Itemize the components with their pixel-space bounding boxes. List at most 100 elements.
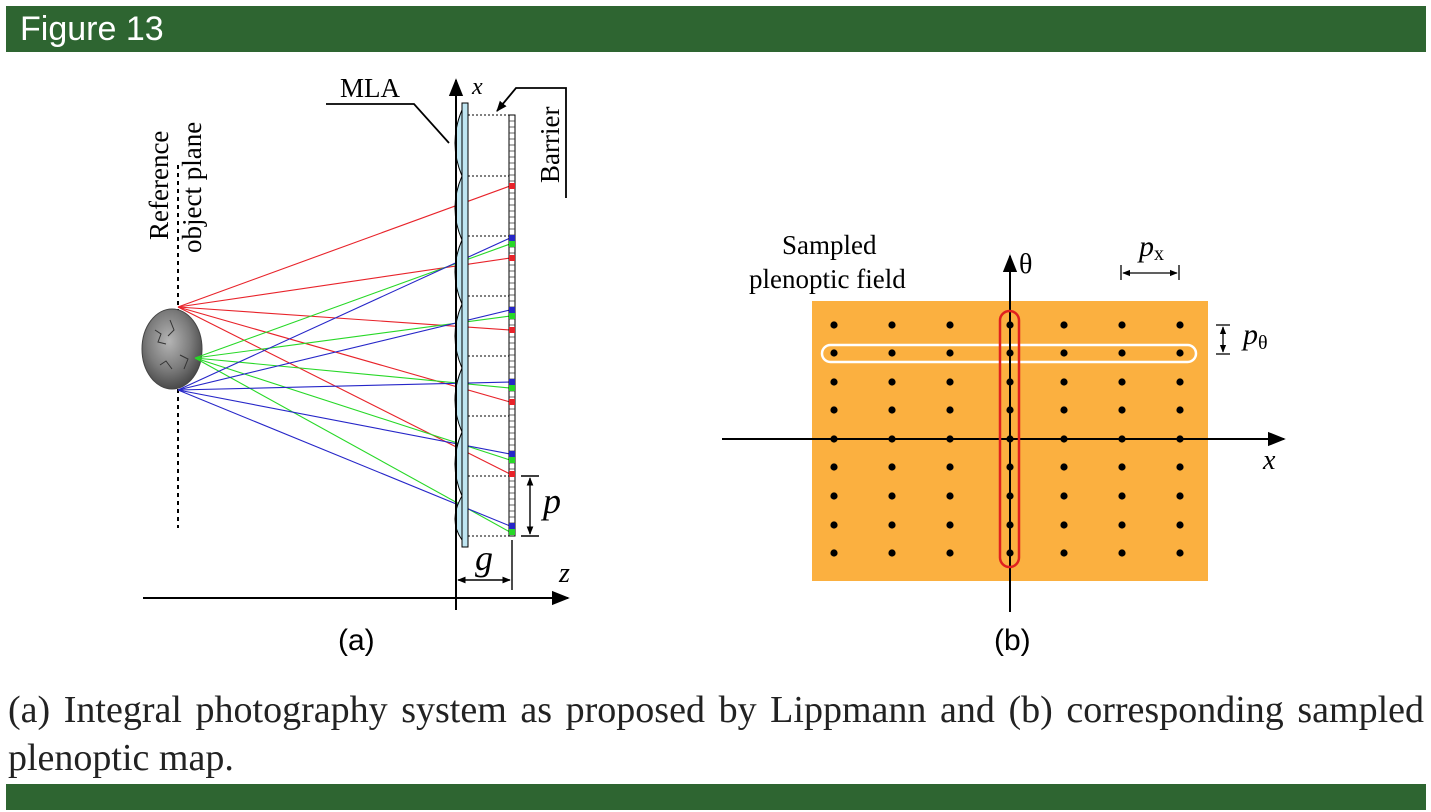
sample-dot [946,549,954,557]
panel-a-z-label: z [558,558,570,589]
sample-dot [1060,349,1068,357]
sample-dot [888,378,896,386]
panel-a-integral-photography: MLA x z p g Barrier Reference object pla… [141,73,570,657]
sample-dot [1176,463,1184,471]
ptheta-dimension [1216,324,1230,355]
sample-dot [1006,492,1014,500]
panel-b-caption-label: (b) [994,624,1031,657]
gap-label: g [475,538,493,578]
sample-dot [830,549,838,557]
lenslet-barriers [468,114,510,537]
sample-dot [1060,435,1068,443]
ptheta-label: pθ [1241,318,1268,354]
panel-a-x-label: x [471,74,483,100]
sample-dot [1176,349,1184,357]
sample-dot [946,521,954,529]
sample-dot [1118,406,1126,414]
sample-dot [888,549,896,557]
sample-dot [1118,549,1126,557]
sample-dot [1060,406,1068,414]
sample-dot [1006,435,1014,443]
ptheta-label-sub: θ [1258,332,1268,354]
sample-dot [1006,549,1014,557]
reference-label-line2: object plane [177,122,207,253]
sample-dot [1006,463,1014,471]
sample-dot [1006,521,1014,529]
sample-dot [888,321,896,329]
panel-a-caption-label: (a) [338,624,375,657]
sample-dot [1176,521,1184,529]
sample-dot [1176,406,1184,414]
reference-label-line1: Reference [144,131,174,240]
sample-dot [888,492,896,500]
sample-dot [830,321,838,329]
sampled-label-line1: Sampled [782,230,877,260]
sample-dot [946,349,954,357]
px-dimension [1120,265,1180,280]
sample-dot [1176,435,1184,443]
sample-dot [830,349,838,357]
sample-dot [1118,378,1126,386]
sample-dot [1060,521,1068,529]
sample-dot [946,321,954,329]
sample-dot [1006,349,1014,357]
sample-dot [946,406,954,414]
pitch-label: p [540,481,561,521]
sample-dot [830,435,838,443]
panel-b-theta-label: θ [1019,249,1032,280]
column-highlight [998,309,1021,569]
sample-dot [830,521,838,529]
rays-from-lower-point [177,237,511,527]
sample-dot [888,463,896,471]
px-label: px [1137,230,1164,265]
sample-dot [1118,521,1126,529]
sample-dot [888,349,896,357]
barrier-label: Barrier [535,107,565,183]
barrier-leader-line [496,87,567,198]
sample-dot [1060,378,1068,386]
sample-dot [1006,321,1014,329]
sample-dot [1176,492,1184,500]
sample-dot [1176,321,1184,329]
sample-dot [946,435,954,443]
mla-leader-line [326,103,450,144]
sample-dot [888,521,896,529]
sample-dot [946,492,954,500]
figure-title: Figure 13 [20,10,164,48]
figure-caption: (a) Integral photography system as propo… [8,689,1424,779]
sample-dot [1176,378,1184,386]
sample-dot [1118,321,1126,329]
sample-dot [1060,463,1068,471]
sample-dot [1006,406,1014,414]
object-stone [141,308,203,390]
ptheta-label-main: p [1241,318,1258,351]
panel-b-x-label: x [1262,445,1276,476]
sample-dot [830,463,838,471]
sample-dot [1118,463,1126,471]
figure-footer-bar [6,784,1426,810]
sample-dot [946,378,954,386]
sensor-pixel-strip [508,114,516,537]
sample-dot [946,463,954,471]
sample-dot [830,492,838,500]
sample-dot [1118,492,1126,500]
sampled-label-line2: plenoptic field [749,264,906,294]
mla-label: MLA [340,73,401,103]
sample-dot [1006,378,1014,386]
sample-dot [1060,321,1068,329]
sample-dot-grid [830,321,1184,557]
px-label-main: p [1137,230,1154,263]
sample-dot [830,406,838,414]
sample-dot [1118,435,1126,443]
sample-dot [888,435,896,443]
sample-dot [1060,492,1068,500]
sample-dot [1176,549,1184,557]
sample-dot [888,406,896,414]
figure-header-bar: Figure 13 [6,6,1426,52]
panel-b-plenoptic-map: Sampled plenoptic field θ x px pθ (b) [722,230,1286,657]
sample-dot [1060,549,1068,557]
sample-dot [830,378,838,386]
px-label-sub: x [1154,243,1164,265]
pitch-dimension [521,475,539,537]
gap-dimension [457,540,513,590]
